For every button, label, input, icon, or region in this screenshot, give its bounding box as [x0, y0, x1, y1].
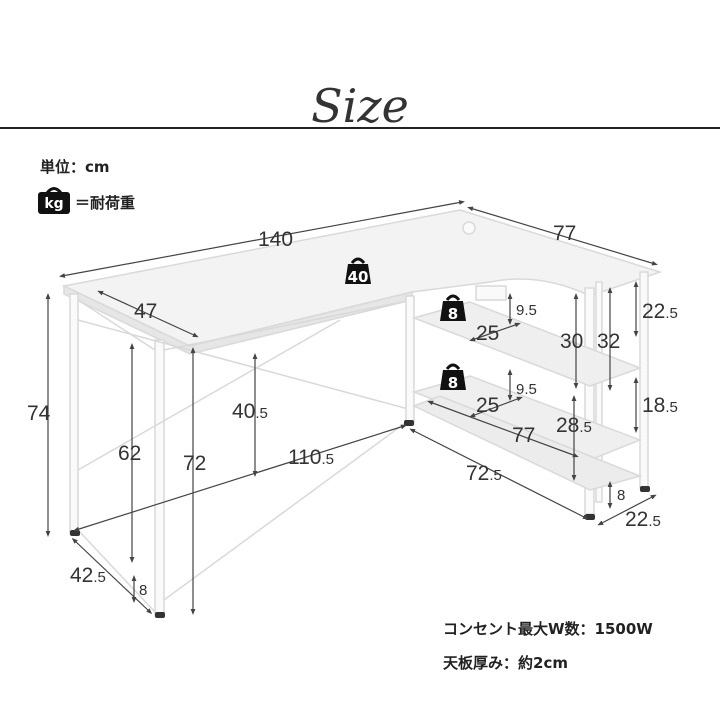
upper-shelf-load-icon: 8 — [438, 294, 468, 323]
dim-shelf-gap-top: 9.5 — [516, 302, 537, 319]
lower-shelf-load-icon: 8 — [438, 363, 468, 392]
dim-shelf-column-bottom: 22.5 — [625, 508, 661, 531]
thickness-note: 天板厚み：約2cm — [443, 654, 568, 672]
kg-weight-icon: kg — [38, 187, 70, 214]
dim-leg-depth: 42.5 — [70, 564, 106, 587]
dim-height-front: 72 — [183, 452, 206, 475]
kg-badge-text: kg — [44, 196, 63, 212]
dim-width-total: 140 — [258, 228, 293, 251]
dim-shelf-depth-top: 25 — [476, 322, 499, 345]
dim-shelf-depth-mid: 25 — [476, 394, 499, 417]
unit-label: 単位：cm — [40, 158, 110, 176]
dimension-lines — [45, 200, 658, 615]
dim-height-under: 62 — [118, 442, 141, 465]
desk-load-value: 40 — [348, 268, 369, 286]
dim-shelf-gap-mid: 9.5 — [516, 381, 537, 398]
diagram-title: Size — [311, 79, 409, 133]
dim-depth-right: 77 — [553, 222, 576, 245]
dim-foot-height-left: 8 — [139, 582, 147, 599]
dim-shelf-height-upper: 30 — [560, 330, 583, 353]
dimension-labels: 140 77 47 74 62 72 40.5 110.5 42.5 8 9.5… — [27, 222, 678, 599]
dim-shelf-column-top: 22.5 — [642, 300, 678, 323]
dim-shelf-width-bottom: 72.5 — [466, 462, 502, 485]
dim-width-inner: 110.5 — [288, 446, 334, 469]
dim-shelf-height-total-upper: 32 — [597, 330, 620, 353]
lower-shelf-load-value: 8 — [448, 374, 458, 392]
dim-shelf-height-lower: 28.5 — [556, 414, 592, 437]
load-capacity-label: ＝耐荷重 — [75, 194, 135, 212]
dim-shelf-column-mid: 18.5 — [642, 394, 678, 417]
upper-shelf-load-value: 8 — [448, 305, 458, 323]
dim-height-total: 74 — [27, 402, 51, 425]
dim-foot-height-right: 8 — [617, 487, 625, 504]
dim-depth-left: 47 — [134, 300, 157, 323]
dim-shelf-width-mid: 77 — [512, 424, 535, 447]
outlet-note: コンセント最大W数：1500W — [443, 620, 653, 638]
dim-height-crossbar: 40.5 — [232, 400, 268, 423]
